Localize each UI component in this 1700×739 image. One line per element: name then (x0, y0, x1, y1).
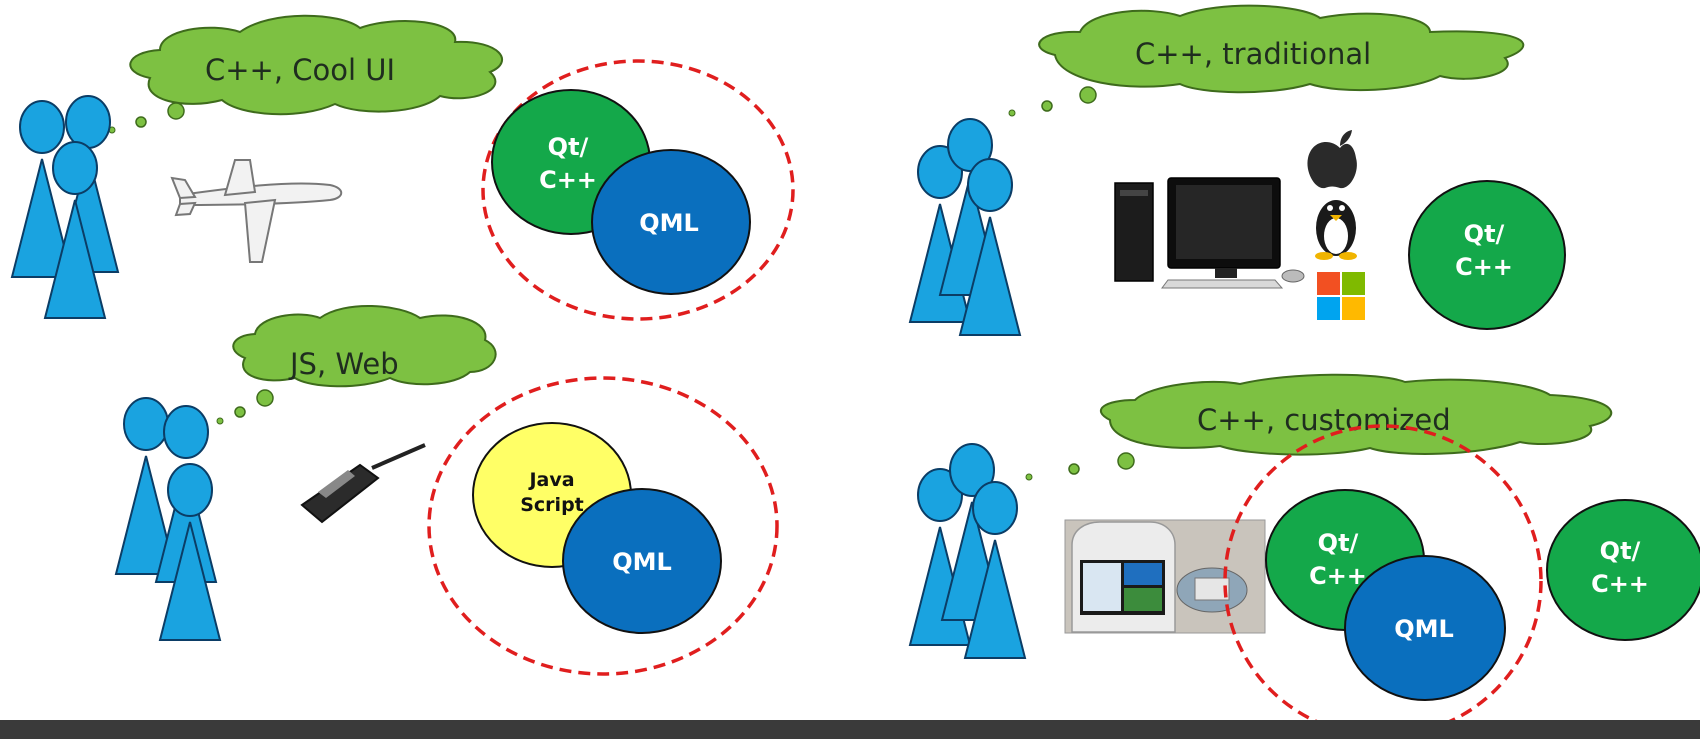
thought-dot (135, 116, 147, 128)
qt-label: Qt/ (548, 133, 589, 161)
qml-bubble (562, 488, 722, 634)
thought-dot (216, 417, 224, 425)
thought-dot (1117, 452, 1135, 470)
dashed-group-outline (427, 376, 779, 676)
qt-label: Qt/ (1600, 537, 1641, 565)
thought-cloud: C++, Cool UI (129, 14, 503, 116)
person-group (909, 443, 1026, 659)
panel-bottom-left: JS, Web Java Script QML (115, 304, 779, 676)
thought-dot (1041, 100, 1053, 112)
person-group (909, 118, 1021, 336)
qml-label: QML (639, 209, 699, 237)
cpp-label: C++ (539, 166, 597, 194)
script-label: Script (520, 494, 584, 516)
windows-icon (1317, 272, 1365, 320)
thought-cloud: C++, customized (1099, 373, 1613, 456)
thought-dot (167, 102, 185, 120)
thought-text: C++, customized (1197, 403, 1451, 437)
medical-device-image (1064, 519, 1266, 634)
person-group (115, 397, 221, 641)
dashed-group-outline (1223, 424, 1543, 738)
thought-dot (1079, 86, 1097, 104)
qml-bubble (1344, 555, 1506, 701)
thought-text: C++, Cool UI (205, 53, 395, 87)
qml-bubble (591, 149, 751, 295)
panel-top-right: C++, traditional (909, 4, 1566, 336)
qt-label: Qt/ (1464, 220, 1505, 248)
cpp-label: C++ (1591, 570, 1649, 598)
footer-bar (0, 720, 1700, 739)
qt-label: Qt/ (1318, 529, 1359, 557)
panel-bottom-right: C++, customized Qt/ C++ Qt/ C++ QML (909, 373, 1700, 738)
cpp-label: C++ (1455, 253, 1513, 281)
qt-cpp-bubble-standalone (1546, 499, 1700, 641)
thought-text: C++, traditional (1135, 37, 1371, 71)
thought-dot (1025, 473, 1033, 481)
cpp-label: C++ (1309, 562, 1367, 590)
linux-tux-icon (1315, 200, 1357, 260)
thought-cloud: C++, traditional (1038, 4, 1525, 94)
panel-top-left: C++, Cool UI Qt/ C++ QML (11, 14, 795, 321)
java-label: Java (527, 469, 574, 491)
desktop-computer-icon (1114, 177, 1305, 289)
thought-dot (234, 406, 246, 418)
qml-label: QML (612, 548, 672, 576)
thought-dot (1008, 109, 1016, 117)
thought-dot (256, 389, 274, 407)
thought-dot (1068, 463, 1080, 475)
thought-text: JS, Web (288, 347, 399, 381)
thought-cloud: JS, Web (232, 304, 497, 388)
dashed-group-outline (481, 59, 795, 321)
qml-label: QML (1394, 615, 1454, 643)
airplane-icon (170, 159, 343, 263)
person-group (11, 95, 119, 319)
mobile-phone-icon (300, 443, 426, 524)
qt-cpp-bubble (1408, 180, 1566, 330)
apple-icon (1307, 130, 1357, 189)
